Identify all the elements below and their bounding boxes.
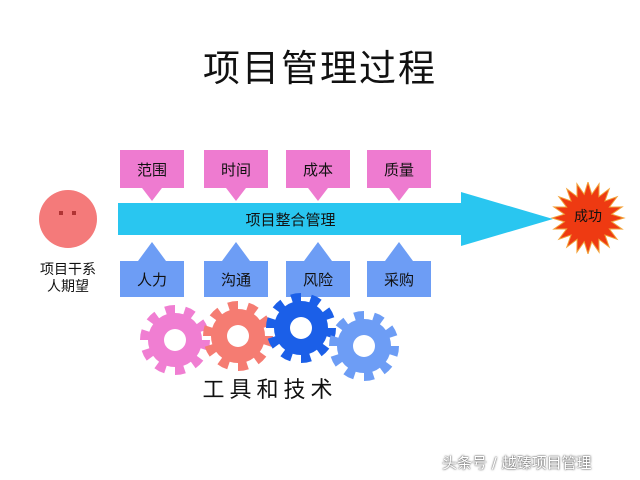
page-title: 项目管理过程: [203, 47, 437, 90]
area-box-scope: 范围: [120, 150, 184, 188]
area-box-risk: 风险: [286, 261, 350, 297]
stakeholder-label-line2: 人期望: [47, 279, 89, 295]
arrow-up-icon: [222, 242, 250, 261]
area-box-quality: 质量: [367, 150, 431, 188]
stakeholder-label-line1: 项目干系: [40, 262, 96, 278]
arrow-down-icon: [305, 184, 331, 201]
tools-label: 工具和技术: [202, 378, 338, 403]
gear-group: [140, 293, 399, 381]
face-eye-left: [59, 211, 63, 215]
watermark-text: 头条号 / 越臻项目管理: [442, 454, 592, 472]
arrow-down-icon: [386, 184, 412, 201]
area-box-procurement: 采购: [367, 261, 431, 297]
area-box-hr: 人力: [120, 261, 184, 297]
arrow-up-icon: [138, 242, 166, 261]
gear-hole: [353, 335, 375, 357]
face-eye-right: [72, 211, 76, 215]
area-box-cost: 成本: [286, 150, 350, 188]
area-box-time: 时间: [204, 150, 268, 188]
stakeholder-label: 项目干系 人期望: [36, 262, 100, 296]
integration-arrow-label: 项目整合管理: [245, 210, 336, 229]
success-starburst-icon: [550, 182, 626, 254]
success-starburst-shape: [550, 182, 626, 254]
arrow-down-icon: [139, 184, 165, 201]
stakeholder-face-icon: [39, 190, 97, 248]
gear-hole: [227, 325, 249, 347]
arrow-up-icon: [385, 242, 413, 261]
integration-arrow-body: [118, 203, 463, 235]
arrow-up-icon: [304, 242, 332, 261]
arrow-down-icon: [223, 184, 249, 201]
area-box-communication: 沟通: [204, 261, 268, 297]
success-label: 成功: [574, 209, 602, 225]
gear-hole: [164, 329, 186, 351]
gear-hole: [290, 317, 312, 339]
integration-arrow-head: [461, 192, 553, 246]
